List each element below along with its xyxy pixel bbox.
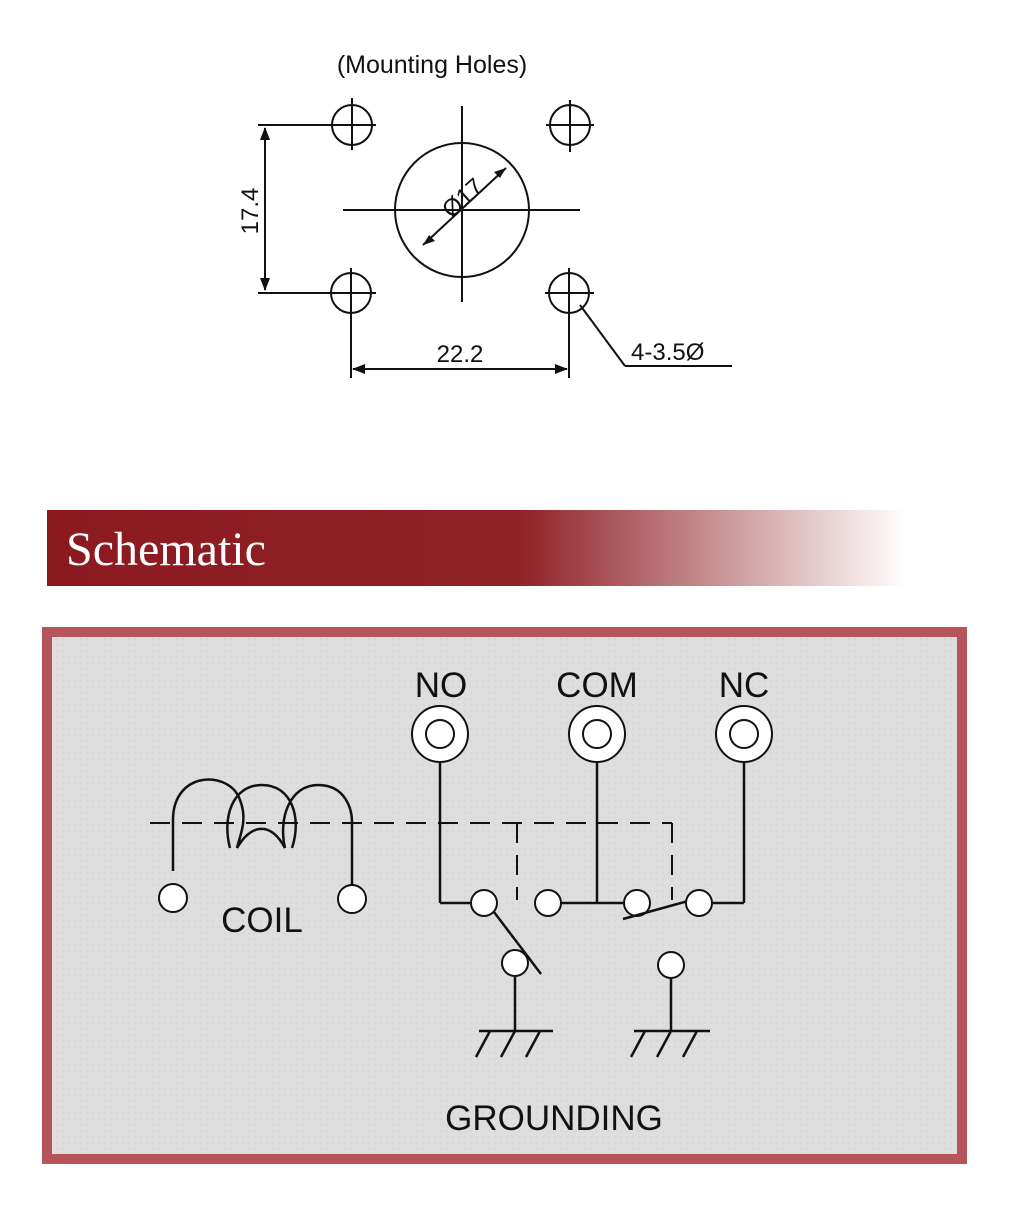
terminal-nc bbox=[715, 705, 773, 763]
terminal-no bbox=[411, 705, 469, 763]
nc-contact-branch bbox=[685, 762, 746, 917]
horizontal-dimension: 22.2 bbox=[352, 341, 568, 374]
ground-symbol-2 bbox=[629, 1029, 710, 1058]
coil-symbol: COIL bbox=[158, 778, 367, 940]
center-diameter-label: Ø17 bbox=[437, 173, 489, 223]
terminal-label-no: NO bbox=[415, 666, 468, 705]
schematic-banner: Schematic bbox=[47, 510, 907, 586]
diameter-arrowhead-bottom bbox=[423, 235, 435, 245]
banner-title: Schematic bbox=[66, 523, 266, 576]
hole-callout-label: 4-3.5Ø bbox=[631, 339, 704, 366]
terminal-com bbox=[568, 705, 626, 763]
mechanical-link bbox=[150, 822, 673, 900]
horizontal-dimension-label: 22.2 bbox=[437, 341, 484, 368]
coil-label: COIL bbox=[221, 901, 303, 940]
mounting-hole-top-right bbox=[546, 100, 594, 152]
panel-background bbox=[52, 637, 957, 1154]
ground-symbol-1 bbox=[474, 1029, 553, 1058]
vertical-dimension-label: 17.4 bbox=[237, 188, 264, 235]
terminal-label-nc: NC bbox=[719, 666, 770, 705]
mounting-holes-drawing: (Mounting Holes) bbox=[237, 51, 732, 378]
vertical-dimension: 17.4 bbox=[237, 127, 270, 291]
terminal-label-com: COM bbox=[556, 666, 638, 705]
mounting-hole-top-left bbox=[330, 98, 376, 150]
schematic-panel: NO COM NC COIL bbox=[42, 627, 967, 1164]
mounting-hole-bottom-right bbox=[545, 268, 594, 378]
grounding-label: GROUNDING bbox=[445, 1099, 663, 1138]
com-contact-branch bbox=[534, 762, 689, 921]
diameter-arrow-line bbox=[422, 167, 507, 246]
diameter-arrowhead-top bbox=[494, 168, 506, 178]
no-contact-branch bbox=[438, 762, 542, 1031]
mounting-hole-bottom-left bbox=[258, 268, 376, 378]
mounting-holes-title: (Mounting Holes) bbox=[337, 51, 527, 79]
grounding-contact-2 bbox=[657, 951, 685, 1031]
hole-callout-leader: 4-3.5Ø bbox=[579, 304, 732, 367]
center-hole: Ø17 bbox=[343, 106, 580, 302]
